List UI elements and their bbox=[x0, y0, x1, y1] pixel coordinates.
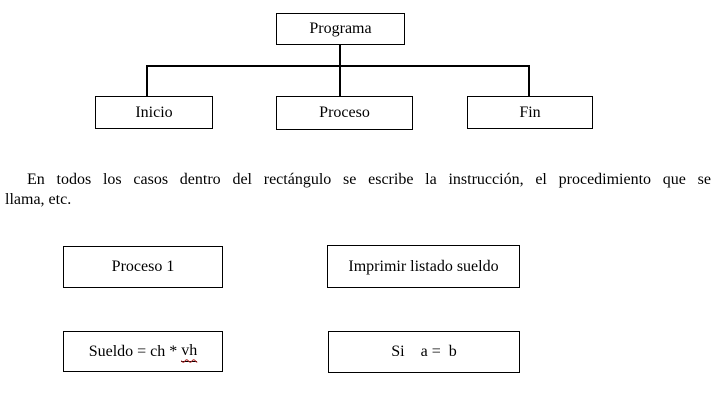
inicio-box: Inicio bbox=[95, 96, 213, 129]
imprimir-label: Imprimir listado sueldo bbox=[348, 257, 499, 275]
connector-root-drop-line bbox=[339, 45, 341, 66]
programa-label: Programa bbox=[309, 20, 372, 37]
connector-drop-line-middle bbox=[339, 65, 341, 96]
sueldo-formula-prefix: Sueldo = ch * bbox=[88, 342, 182, 360]
condition-label: Si a = b bbox=[391, 343, 457, 360]
connector-drop-line-right bbox=[528, 65, 530, 96]
paragraph-line-1: En todos los casos dentro del rectángulo… bbox=[27, 171, 711, 188]
proceso1-example-box: Proceso 1 bbox=[63, 246, 223, 288]
programa-box: Programa bbox=[276, 13, 405, 45]
fin-label: Fin bbox=[519, 103, 541, 121]
explanation-paragraph: En todos los casos dentro del rectángulo… bbox=[5, 170, 711, 210]
proceso-label: Proceso bbox=[319, 104, 370, 121]
proceso1-label: Proceso 1 bbox=[111, 258, 175, 275]
condition-box: Si a = b bbox=[328, 331, 520, 373]
connector-drop-line-left bbox=[146, 65, 148, 96]
proceso-box: Proceso bbox=[276, 96, 413, 130]
fin-box: Fin bbox=[467, 96, 593, 129]
sueldo-formula-box: Sueldo = ch * vh bbox=[63, 331, 223, 372]
inicio-label: Inicio bbox=[135, 103, 173, 121]
sueldo-formula-underlined-term: vh bbox=[181, 342, 198, 362]
paragraph-line-2: llama, etc. bbox=[5, 191, 72, 208]
connector-horizontal-line bbox=[146, 65, 529, 67]
imprimir-listado-sueldo-box: Imprimir listado sueldo bbox=[327, 245, 520, 288]
